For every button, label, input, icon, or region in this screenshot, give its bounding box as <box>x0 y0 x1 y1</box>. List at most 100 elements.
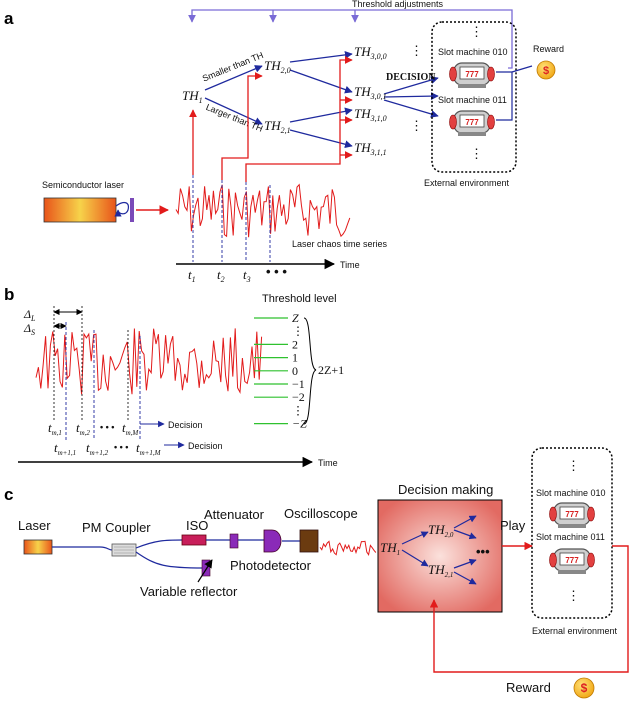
coin-icon <box>536 60 556 80</box>
t-m1-2-label: tm+1,2 <box>86 440 109 457</box>
dollar-sign-icon: $ <box>543 65 549 77</box>
fiber-2 <box>135 539 183 549</box>
th20-label: TH2,0 <box>264 58 291 75</box>
delta-l-label: ΔL <box>23 307 36 323</box>
decision-label-row2: Decision <box>188 441 223 451</box>
threshold-level-label: Threshold level <box>262 293 337 305</box>
th20-label-c: TH2,0 <box>428 522 454 539</box>
time-links <box>189 56 353 182</box>
th21-label: TH2,1 <box>264 118 291 135</box>
laser-icon-c <box>23 539 53 555</box>
threshold-adjustments-label: Threshold adjustments <box>352 0 444 9</box>
delta-s-label: ΔS <box>23 321 35 337</box>
variable-reflector-label: Variable reflector <box>140 584 238 599</box>
feedback-loop-icon <box>114 201 129 217</box>
oscilloscope-icon <box>299 529 319 553</box>
decision-label: DECISION <box>386 72 436 83</box>
fiber-1 <box>52 546 113 551</box>
threshold-level-value: ⋮ <box>292 403 304 417</box>
vdots-a2: ⋮ <box>410 118 423 133</box>
vdots-env-c-bottom: ⋮ <box>567 588 580 603</box>
semiconductor-laser-label: Semiconductor laser <box>42 180 124 190</box>
laser-icon <box>43 197 117 223</box>
play-label: Play <box>500 518 526 533</box>
threshold-level-value: Z <box>292 311 299 325</box>
level-count-label: 2Z+1 <box>318 363 344 377</box>
th21-label-c: TH2,1 <box>428 562 453 579</box>
larger-than-label: Larger than TH <box>205 102 265 134</box>
pm-coupler-label: PM Coupler <box>82 520 151 535</box>
threshold-level-value: ⋮ <box>292 324 304 338</box>
slot-machine-icon <box>448 62 496 89</box>
levels-brace <box>303 317 317 425</box>
decision-making-label: Decision making <box>398 482 493 497</box>
reward-feedback-line <box>429 545 629 673</box>
dollar-sign-icon: $ <box>581 681 588 695</box>
time-dots-a: • • • <box>266 264 287 279</box>
threshold-level-value: 0 <box>292 364 298 378</box>
th1-label-c: TH1 <box>380 540 400 557</box>
slot-machine-icon <box>548 548 596 575</box>
tree-dots-c: ••• <box>476 544 490 559</box>
row1-times: tm,1 tm,2 • • • tm,M <box>48 420 139 437</box>
reward-label-c: Reward <box>506 680 551 695</box>
sample-lines-a <box>192 175 271 262</box>
slot-machine-icon <box>548 502 596 529</box>
laser-chaos-waveform <box>175 183 351 238</box>
t2-label: t2 <box>217 267 225 284</box>
th301-label: TH3,0,1 <box>354 84 387 101</box>
t1-label: t1 <box>188 267 196 284</box>
decision-tree <box>204 51 439 149</box>
t-m2-label: tm,2 <box>76 420 90 437</box>
reward-bracket-a <box>496 71 513 121</box>
threshold-levels: Z⋮210−1−2⋮−Z <box>254 311 307 431</box>
tree-edge <box>289 69 353 94</box>
external-environment-box-a <box>431 21 517 173</box>
threshold-feedback-line <box>188 9 513 69</box>
vdots-env-a-bottom: ⋮ <box>470 146 483 161</box>
threshold-level-value: −1 <box>292 377 305 391</box>
attenuator-label: Attenuator <box>204 507 265 522</box>
vdots-env-a-top: ⋮ <box>470 24 483 39</box>
decision-arrow <box>383 76 439 95</box>
isolator-icon <box>181 534 207 546</box>
reward-link-a <box>511 65 533 73</box>
vdots-env-c-top: ⋮ <box>567 458 580 473</box>
row2-dots: • • • <box>114 442 128 452</box>
tree-edge <box>204 65 263 91</box>
fiber-3 <box>135 551 205 569</box>
decision-arrow <box>383 92 439 101</box>
decision-label-row1: Decision <box>168 420 203 430</box>
decision-arrow <box>383 99 439 118</box>
th1-label: TH1 <box>182 88 203 105</box>
slot-machine-011-label-c: Slot machine 011 <box>536 532 605 542</box>
iso-label: ISO <box>186 518 208 533</box>
chaos-waveform-c <box>319 540 377 556</box>
t-m1-1-label: tm+1,1 <box>54 440 76 457</box>
time-label-a: Time <box>340 260 360 270</box>
tree-edge <box>289 107 353 123</box>
panel-c-letter: c <box>4 485 13 504</box>
sample-lines-b-row2 <box>65 322 141 440</box>
laser-label-c: Laser <box>18 518 51 533</box>
t-m1-label: tm,1 <box>48 420 62 437</box>
photodetector-icon <box>263 529 282 553</box>
threshold-level-value: 1 <box>292 351 298 365</box>
tree-edge <box>204 97 263 125</box>
reward-label-a: Reward <box>533 44 564 54</box>
sample-lines-b-row1 <box>53 306 129 420</box>
vdots-a1: ⋮ <box>410 43 423 58</box>
slot-machine-011-label-a: Slot machine 011 <box>438 95 507 105</box>
threshold-level-value: −2 <box>292 390 305 404</box>
external-environment-label-a: External environment <box>424 178 510 188</box>
external-environment-box-c <box>531 447 613 619</box>
th311-label: TH3,1,1 <box>354 140 387 157</box>
th310-label: TH3,1,0 <box>354 106 387 123</box>
t-m1-M-label: tm+1,M <box>136 440 162 457</box>
decision-making-box <box>377 499 503 613</box>
slot-machine-icon <box>448 110 496 137</box>
reflector-icon <box>130 198 134 222</box>
coin-icon <box>573 677 595 699</box>
tree-edge <box>289 51 353 63</box>
